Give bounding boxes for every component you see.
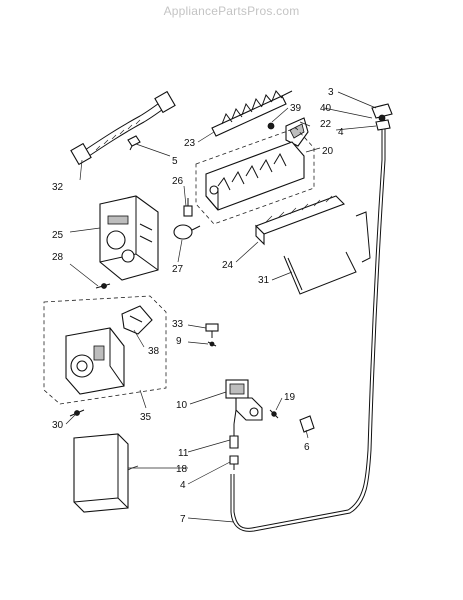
thermostat-part-27 (173, 224, 201, 240)
clip-part-5 (127, 135, 141, 151)
connector-part-26 (183, 198, 193, 217)
callout-28: 28 (52, 252, 64, 263)
motor-part-38 (121, 305, 153, 335)
leader-lines (65, 91, 377, 523)
callout-32: 32 (52, 182, 64, 193)
callout-35: 35 (140, 412, 152, 423)
water-valve-part-10 (225, 379, 263, 425)
callout-19: 19 (284, 392, 296, 403)
callout-11: 11 (178, 448, 189, 459)
callout-18: 18 (176, 464, 188, 475)
callout-33: 33 (172, 319, 184, 330)
cover-part-18 (73, 433, 129, 513)
watermark: AppliancePartsPros.com (163, 4, 300, 18)
callout-30: 30 (52, 420, 64, 431)
callout-26: 26 (172, 176, 184, 187)
callout-4-lower: 4 (180, 480, 186, 491)
bracket-part-6 (299, 415, 315, 433)
callout-38: 38 (148, 346, 160, 357)
callout-3: 3 (328, 87, 334, 98)
motor-assembly-part-35 (43, 295, 167, 405)
callout-4-upper: 4 (338, 127, 344, 138)
callout-31: 31 (258, 275, 270, 286)
callout-6: 6 (304, 442, 310, 453)
heater-part-24 (255, 195, 345, 246)
callout-5: 5 (172, 156, 178, 167)
callout-9: 9 (176, 336, 182, 347)
screw-part-9 (207, 341, 217, 347)
callout-25: 25 (52, 230, 64, 241)
fill-tube-part-7 (230, 128, 386, 532)
callout-20: 20 (322, 146, 334, 157)
fitting-parts-top (371, 103, 393, 131)
shutoff-arm-part-31 (283, 211, 371, 295)
control-housing-part-25 (99, 195, 159, 281)
ferrule-part-11 (229, 424, 239, 449)
wire-harness-part (70, 90, 176, 166)
callout-10: 10 (176, 400, 188, 411)
screw-part-39 (267, 122, 275, 130)
callout-39: 39 (290, 103, 302, 114)
callout-27: 27 (172, 264, 184, 275)
switch-part-33 (205, 323, 219, 338)
callout-24: 24 (222, 260, 234, 271)
callout-40: 40 (320, 103, 332, 114)
callout-labels: 3 39 40 22 4 23 20 5 32 26 25 27 28 24 3… (52, 87, 344, 525)
nut-part-4-lower (229, 455, 239, 470)
screw-part-28 (95, 283, 111, 289)
ice-mold-part (195, 127, 315, 225)
screw-part-30 (69, 409, 85, 417)
ejector-part (211, 90, 293, 137)
callout-7: 7 (180, 514, 186, 525)
screw-part-19 (269, 409, 279, 419)
callout-22: 22 (320, 119, 332, 130)
bracket-part-22 (285, 117, 309, 147)
callout-23: 23 (184, 138, 196, 149)
